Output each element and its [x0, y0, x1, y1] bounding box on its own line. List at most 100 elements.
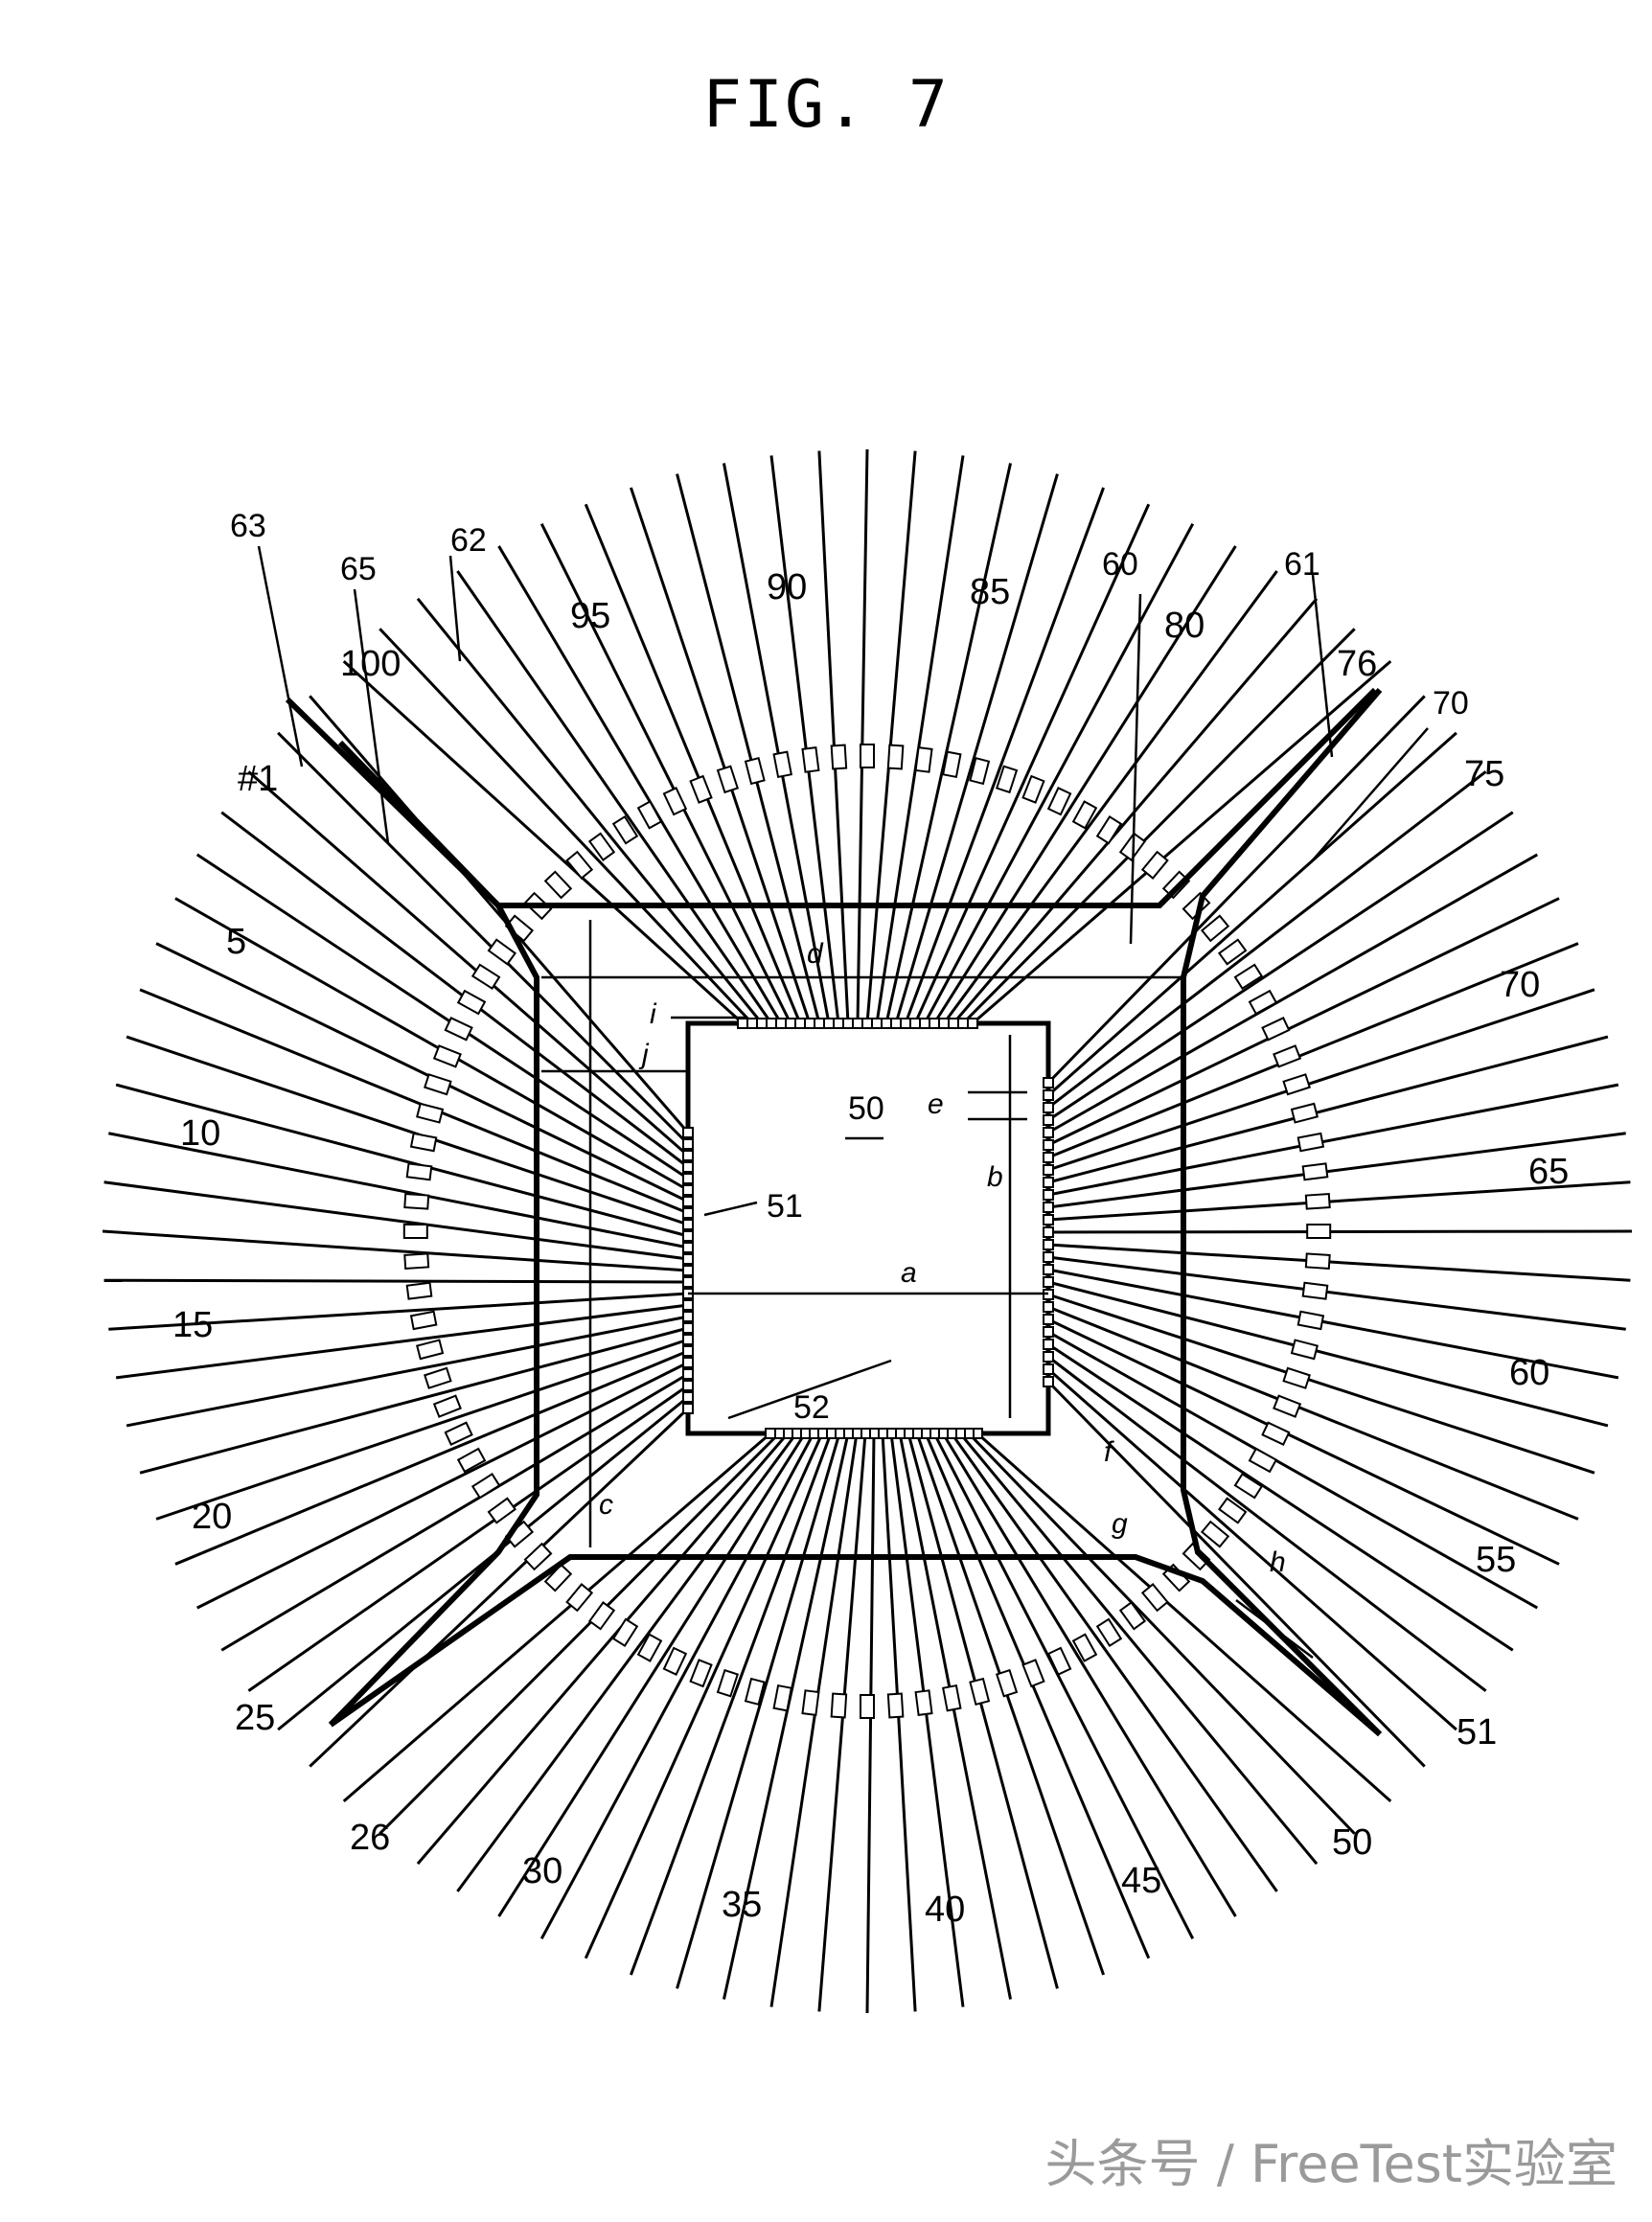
bond-pad-top-19 — [909, 1018, 921, 1029]
pad-top-8 — [716, 765, 740, 794]
pad-top-5 — [636, 800, 663, 830]
pad-left-19 — [432, 1044, 462, 1068]
lead-left-10 — [115, 1303, 689, 1380]
bond-pad-top-15 — [871, 1018, 883, 1029]
bond-pad-top-2 — [746, 1018, 758, 1029]
bond-pad-left-14 — [682, 1253, 694, 1265]
lead-left-16 — [115, 1083, 689, 1238]
lead-top-16 — [884, 463, 1012, 1024]
lead-left-3 — [247, 1384, 689, 1692]
pad-bottom-9 — [969, 1677, 991, 1706]
lead-right-22 — [1047, 1342, 1514, 1652]
lead-top-20 — [923, 522, 1195, 1024]
pad-left-23 — [487, 938, 517, 966]
pin-label-30: 30 — [522, 1851, 562, 1891]
pad-top-12 — [830, 744, 848, 770]
lead-top-22 — [942, 570, 1278, 1024]
pad-top-18 — [995, 765, 1019, 794]
leader-52 — [727, 1359, 892, 1420]
pin-label-35: 35 — [722, 1885, 762, 1925]
dim-label-j: j — [638, 1039, 650, 1070]
bond-pad-left-12 — [682, 1276, 694, 1288]
lead-bottom-20 — [539, 1432, 815, 1940]
lead-right-16 — [1047, 1268, 1619, 1380]
lead-top-11 — [769, 455, 840, 1024]
pin-label-51: 51 — [1457, 1712, 1497, 1752]
pad-top-13 — [860, 744, 875, 768]
outer-lead-pads — [402, 744, 1332, 1719]
pad-left-15 — [405, 1162, 433, 1181]
pin-label-65: 65 — [1528, 1152, 1569, 1192]
bond-pad-left-10 — [682, 1299, 694, 1311]
pad-bottom-13 — [860, 1694, 875, 1719]
bond-pad-right-23 — [1043, 1351, 1054, 1363]
dim-label-i: i — [650, 998, 657, 1030]
bond-pad-left-1 — [682, 1403, 694, 1414]
ref-63: 63 — [230, 508, 266, 544]
leader-62 — [448, 555, 462, 662]
pad-left-18 — [424, 1073, 452, 1096]
pad-bottom-19 — [689, 1659, 713, 1688]
pad-right-3 — [1217, 938, 1248, 966]
pad-left-13 — [402, 1224, 428, 1239]
bond-pad-top-18 — [900, 1018, 911, 1029]
pad-left-10 — [409, 1310, 438, 1331]
pad-left-22 — [470, 963, 501, 990]
bond-pad-top-12 — [842, 1018, 854, 1029]
bond-pad-right-17 — [1043, 1276, 1054, 1288]
bond-pad-top-17 — [890, 1018, 902, 1029]
pad-left-5 — [456, 1447, 487, 1474]
lead-left-18 — [139, 988, 689, 1215]
bond-pad-bottom-25 — [765, 1428, 776, 1439]
bond-pad-left-3 — [682, 1380, 694, 1391]
lead-left-17 — [126, 1035, 689, 1226]
lead-left-4 — [220, 1372, 689, 1652]
chip-label: 50 — [848, 1090, 884, 1127]
bond-pad-top-7 — [794, 1018, 806, 1029]
bond-pad-left-18 — [682, 1207, 694, 1219]
ref-70: 70 — [1433, 685, 1469, 722]
pad-bottom-24 — [565, 1583, 594, 1613]
lead-bottom-18 — [629, 1432, 833, 1976]
dim-label-e: e — [928, 1088, 944, 1120]
lead-left-6 — [174, 1349, 689, 1566]
bond-pad-top-21 — [929, 1018, 940, 1029]
lead-bottom-7 — [924, 1432, 1151, 1959]
pad-top-21 — [1071, 800, 1098, 830]
bond-pad-left-5 — [682, 1357, 694, 1368]
pad-right-20 — [1261, 1421, 1291, 1446]
lead-bottom-19 — [584, 1432, 824, 1959]
lead-top-9 — [676, 473, 821, 1024]
pad-left-20 — [444, 1017, 473, 1042]
lead-top-18 — [904, 487, 1106, 1024]
pad-left-4 — [470, 1473, 501, 1500]
bond-pad-left-9 — [682, 1311, 694, 1322]
lead-right-20 — [1047, 1317, 1560, 1566]
pad-right-24 — [1200, 1520, 1230, 1548]
lead-bottom-21 — [497, 1432, 807, 1917]
pin-label-1: #1 — [238, 759, 278, 799]
pad-top-19 — [1021, 774, 1045, 804]
pad-right-14 — [1304, 1252, 1331, 1270]
lead-right-9 — [1047, 1035, 1609, 1184]
bond-pad-top-8 — [804, 1018, 815, 1029]
lead-right-6 — [1047, 897, 1560, 1147]
lead-left-22 — [220, 811, 689, 1169]
ref-65: 65 — [340, 551, 377, 587]
bond-pad-right-25 — [1043, 1376, 1054, 1387]
pad-bottom-5 — [1071, 1633, 1098, 1662]
bond-pad-top-16 — [881, 1018, 892, 1029]
pad-bottom-4 — [1095, 1617, 1123, 1648]
pad-right-6 — [1261, 1017, 1291, 1042]
lead-bottom-17 — [676, 1432, 841, 1989]
leader-61 — [1311, 574, 1334, 758]
bond-pad-left-23 — [682, 1150, 694, 1161]
pad-right-7 — [1273, 1044, 1302, 1068]
lead-bottom-2 — [967, 1432, 1356, 1835]
lead-top-8 — [629, 487, 812, 1024]
lead-top-14 — [865, 450, 917, 1024]
lead-right-8 — [1047, 988, 1595, 1172]
bond-pad-right-21 — [1043, 1326, 1054, 1338]
pin-label-40: 40 — [925, 1890, 965, 1930]
pin-label-60: 60 — [1509, 1353, 1549, 1393]
